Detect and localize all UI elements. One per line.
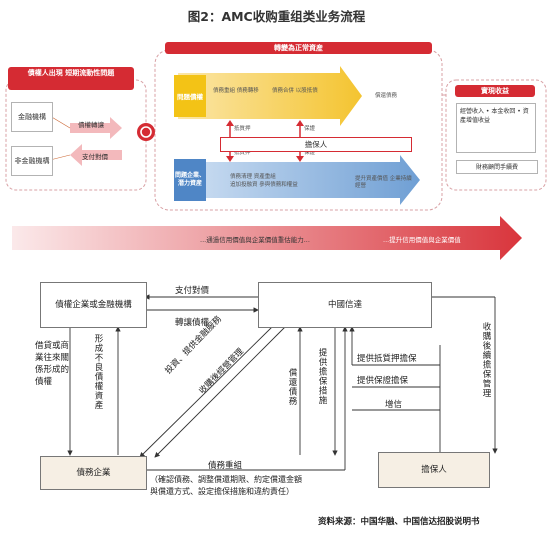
- center-group-frame: [154, 49, 443, 211]
- restructure-detail-1: （確認債務、調整償還期限、約定償還金額: [150, 475, 302, 484]
- cinda-box: 中國信達: [258, 282, 432, 328]
- step2c-text: 提升資產價值 企業持續經營: [355, 176, 412, 189]
- right-group-frame: [445, 79, 547, 191]
- step2a-text: 債務清理 資產重組: [230, 174, 276, 180]
- step1a-text: 債務重組 債務轉移: [213, 88, 259, 94]
- advisory-fee-box: 財務顧問手續費: [456, 160, 538, 174]
- debt-transfer-label: 債權轉讓: [78, 121, 104, 129]
- acquire-guarantee-manage-label: 收購後續擔保管理: [481, 322, 491, 398]
- banner-left-text: ...通過信用價值與企業價值重估能力...: [200, 236, 310, 244]
- yellow-process-arrow: [178, 66, 362, 126]
- collateral-label-top: 抵質押: [234, 126, 251, 132]
- realize-header: 實現收益: [455, 85, 535, 97]
- problem-enterprise-box: 問題企業、潛力資産: [174, 159, 206, 201]
- amc-logo: [137, 123, 155, 141]
- debtor-box: 債務企業: [40, 456, 147, 490]
- value-banner-arrow: [12, 216, 522, 260]
- step1b-text: 債務合併 以股抵債: [272, 88, 318, 94]
- guarantor-box-top: 擔保人: [220, 137, 412, 152]
- provide-guarantee-measures-label: 提供擔保措施: [317, 348, 327, 405]
- payment-arrow: [70, 144, 122, 166]
- provide-guarantee-label: 提供保證擔保: [357, 376, 409, 386]
- center-header: 轉變為正常資産: [165, 42, 432, 54]
- credit-enhance-label: 增信: [385, 400, 403, 410]
- blue-process-arrow: [178, 155, 420, 205]
- restructure-detail-2: 與償還方式、設定擔保措施和違約責任）: [150, 487, 294, 496]
- non-financial-institution-box: 非金融機構: [11, 146, 53, 176]
- left-header: 債權人出現 短期流動性問題: [8, 67, 134, 90]
- top-flow-graphics: [5, 49, 547, 260]
- payment-label: 支付對價: [82, 153, 108, 161]
- provide-collateral-label: 提供抵質押擔保: [357, 354, 417, 364]
- realize-items-box: 經營收入 • 本金收回 • 資產增值收益: [456, 103, 536, 153]
- source-note: 资料来源：中国华融、中国信达招股说明书: [318, 517, 480, 527]
- transfer-debt-label: 轉讓債權: [175, 318, 210, 328]
- restructure-label: 債務重組: [208, 461, 243, 471]
- pay-consideration-label: 支付對價: [175, 286, 210, 296]
- collateral-label-bottom: 抵質押: [234, 150, 251, 156]
- bad-assets-label: 形成不良債權資產: [93, 334, 103, 410]
- guarantee-label-top: 保證: [304, 126, 316, 132]
- problem-assets-box: 問題債權: [174, 75, 206, 117]
- bottom-flow-graphics: [67, 294, 498, 471]
- loan-relation-label: 借貸或商業往來關係形成的債權: [35, 341, 70, 387]
- banner-right-text: ...提升信用價值與企業價值: [383, 236, 461, 244]
- repay-debt-label: 償還債務: [287, 368, 297, 406]
- debt-transfer-arrow: [70, 117, 122, 139]
- figure-title: 图2：AMC收购重组类业务流程: [187, 9, 366, 24]
- creditor-box: 債權企業或金融機構: [40, 282, 147, 328]
- financial-institution-box: 金融機構: [11, 102, 53, 132]
- guarantee-label-bottom: 保證: [304, 150, 316, 156]
- step1c-text: 償還債務: [375, 93, 398, 99]
- step2b-text: 追加投融資 參與債務和權益: [230, 182, 298, 188]
- guarantor-box: 擔保人: [378, 452, 490, 488]
